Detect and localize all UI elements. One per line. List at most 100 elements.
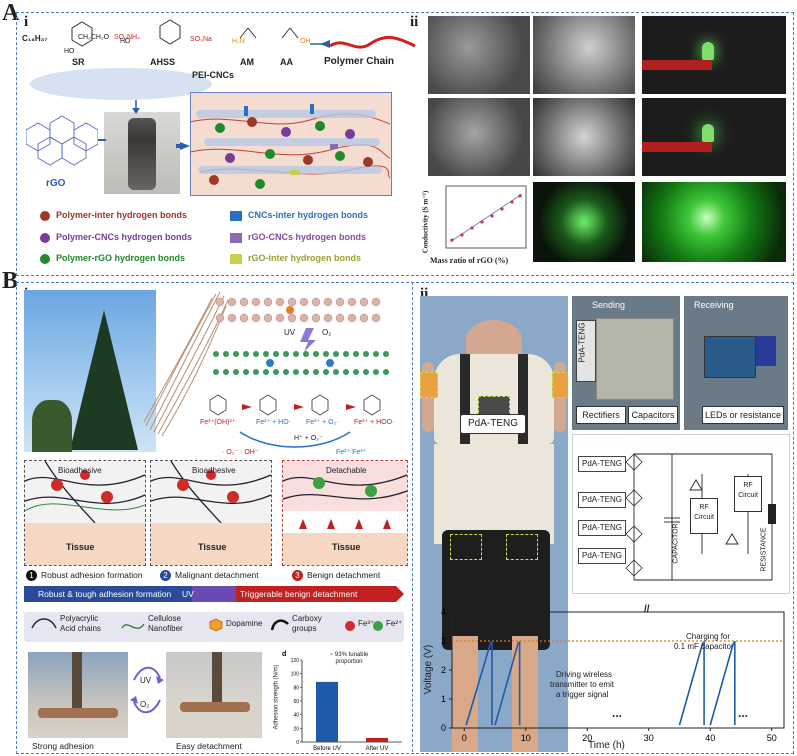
stage-box-3 (282, 460, 408, 566)
stage-1-tissue: Tissue (66, 542, 95, 552)
ion-legend-1: · O₂⁻ · OH⁻ (222, 449, 259, 456)
legend-a-item-1: Polymer-inter hydrogen bonds (40, 210, 187, 221)
easy-detachment-caption: Easy detachment (176, 741, 242, 751)
arrow-bar-label-2: UV (182, 589, 194, 599)
voltage-xtick-label-3: 30 (644, 733, 654, 743)
sr-group: SO₃NH₄ (114, 34, 140, 41)
stage-3-tissue: Tissue (332, 542, 361, 552)
legend-carboxy-line2: groups (292, 624, 317, 633)
stage-2-tissue: Tissue (198, 542, 227, 552)
voltage-annotation-2a: Driving wireless (556, 670, 613, 679)
voltage-annotation-2c: a trigger signal (556, 690, 609, 699)
legend-cnf-line2: Nanofiber (148, 624, 183, 633)
adhesion-ytick-label-4: 80 (293, 685, 299, 691)
legend-a-item-4: CNCs-inter hydrogen bonds (230, 210, 368, 221)
reaction-fe3-o2: Fe³⁺ + O₂· (306, 419, 339, 426)
reaction-fe2-ho: Fe²⁺ + HO· (256, 419, 292, 426)
ahss-ho: HO (120, 38, 131, 45)
uv-label-top: UV (284, 328, 296, 337)
legend-paa-line1: Polyacrylic (60, 614, 99, 623)
circuit-teng-2: PdA-TENG (578, 492, 626, 508)
circuit-teng-3: PdA-TENG (578, 520, 626, 536)
strong-adhesion-caption: Strong adhesion (32, 741, 94, 751)
panel-a-letter: A (2, 0, 20, 26)
o2-label-top: O₂ (322, 328, 332, 337)
stage-num-3: 3 (292, 570, 303, 581)
voltage-xlabel: Time (h) (588, 740, 625, 751)
adhesion-ylabel: Adhesion strength (N/m) (273, 664, 280, 730)
ahss-group: SO₃Na (190, 36, 212, 43)
vial-photo (104, 112, 180, 194)
cycle-uv-label: UV (140, 676, 152, 685)
component-legend-icons (31, 618, 383, 632)
legend-a-item-2: Polymer-CNCs hydrogen bonds (40, 232, 192, 243)
legend-a-label-1: Polymer-inter hydrogen bonds (56, 210, 188, 220)
voltage-ytick-label-0: 0 (441, 723, 446, 733)
stage-box-2 (150, 460, 272, 566)
legend-a-marker-4 (230, 210, 242, 221)
legend-a-marker-6 (230, 253, 242, 264)
led-photo-3 (533, 182, 635, 262)
legend-a-label-5: rGO-CNCs hydrogen bonds (248, 232, 367, 242)
reaction-scheme (209, 394, 381, 448)
sr-label: SR (72, 57, 85, 67)
led-photo-1 (642, 16, 786, 94)
legend-a-label-3: Polymer-rGO hydrogen bonds (56, 253, 186, 263)
wearable-person-photo (420, 296, 568, 752)
reaction-fe-oh: Fe³⁺(OH)²⁺ (200, 419, 236, 426)
panel-b-ii-box (412, 282, 793, 752)
voltage-xtick-label-1: 10 (521, 733, 531, 743)
conductivity-ylabel: Conductivity (S m⁻¹) (421, 190, 430, 254)
legend-a-label-4: CNCs-inter hydrogen bonds (248, 210, 369, 220)
legend-cnf-line1: Cellulose (148, 614, 181, 623)
legend-fe2: Fe²⁺ (386, 619, 403, 628)
reaction-fe3-hoo: Fe³⁺ + HOO· (354, 419, 395, 426)
voltage-ytick-label-3: 3 (441, 636, 446, 646)
adhesion-bar-1 (366, 737, 388, 742)
aa-group: OH (300, 38, 311, 45)
sem-image-3 (428, 98, 530, 176)
voltage-series-0-segment-0 (465, 642, 492, 726)
legend-a-marker-2 (40, 232, 50, 243)
adhesion-ytick-label-5: 100 (291, 672, 300, 678)
circuit-capacitor-label: CAPACITOR (672, 523, 680, 564)
stage-1-bioadhesive: Bioadhesive (58, 466, 102, 475)
legend-a-marker-3 (40, 253, 50, 264)
voltage-xtick-label-5: 50 (767, 733, 777, 743)
legend-a-item-3: Polymer-rGO hydrogen bonds (40, 253, 185, 264)
adhesion-bar-0 (316, 681, 338, 742)
sending-label: Sending (592, 300, 626, 310)
leds-label: LEDs or resistance (702, 406, 784, 424)
voltage-ellipsis-2: ... (738, 706, 749, 720)
legend-fe3: Fe³⁺ (358, 619, 375, 628)
voltage-series-3-segment-0 (709, 642, 735, 726)
sem-image-1 (428, 16, 530, 94)
arrow-bar-label-1: Robust & tough adhesion formation (38, 589, 172, 599)
conductivity-xlabel: Mass ratio of rGO (%) (430, 256, 509, 265)
adhesion-ytick-label-1: 20 (293, 726, 299, 732)
stage-box-1 (24, 460, 146, 566)
legend-a-marker-5 (230, 232, 242, 243)
voltage-annotation-2b: transmitter to emit (550, 680, 615, 689)
ion-legend-2: Fe²⁺ Fe³⁺ (336, 449, 367, 456)
panel-a-i-label: i (24, 14, 29, 30)
adhesion-ytick-label-6: 120 (291, 658, 300, 664)
voltage-xtick-label-0: 0 (462, 733, 467, 743)
legend-a-marker-1 (40, 210, 50, 221)
voltage-ytick-label-2: 2 (441, 665, 446, 675)
legend-carboxy-line1: Carboxy (292, 614, 322, 623)
led-photo-4 (642, 182, 786, 262)
voltage-ytick-label-4: 4 (441, 607, 446, 617)
legend-a-item-6: rGO-inter hydrogen bonds (230, 253, 361, 264)
am-group: H₂N (232, 38, 245, 45)
legend-dopamine: Dopamine (226, 619, 263, 628)
easy-detachment-photo (166, 652, 262, 738)
reaction-h-o2: H⁺ + O₂⁻ (294, 435, 323, 442)
uv-o2-cycle-arrows (130, 666, 164, 714)
circuit-resistance-label: RESISTANCE (760, 527, 768, 572)
